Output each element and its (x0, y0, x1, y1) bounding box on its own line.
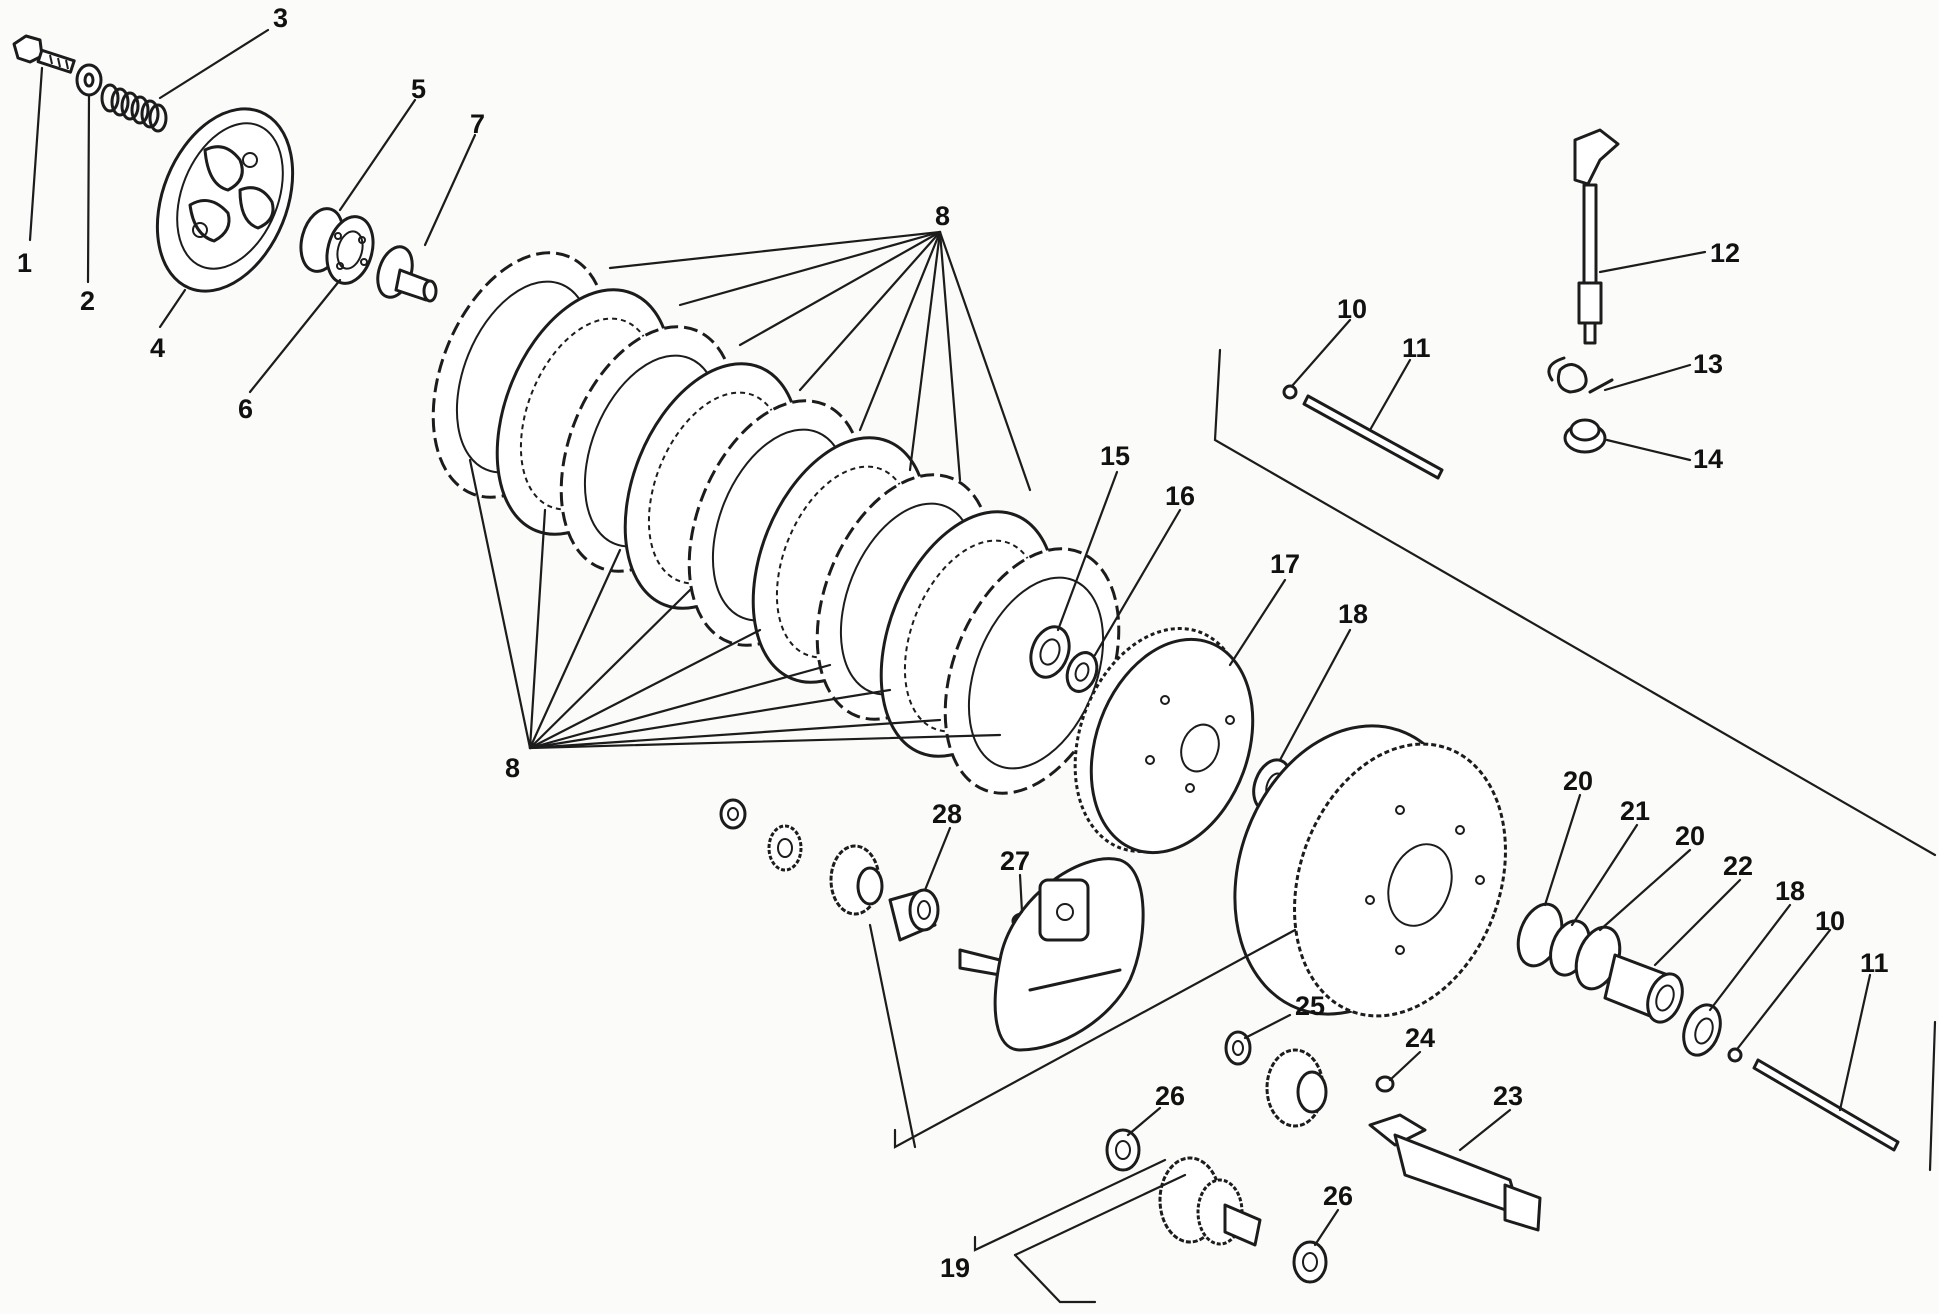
part-pushrod-head (376, 245, 438, 303)
friction-plate (943, 547, 1121, 795)
callout-label: 11 (1402, 333, 1431, 363)
callout-label: 12 (1710, 238, 1740, 268)
callout-label: 24 (1405, 1023, 1435, 1053)
part-kickstart-shaft (1368, 1113, 1542, 1232)
part-washer (75, 63, 103, 97)
part-lever-shaft (1573, 128, 1620, 345)
part-key-2 (1375, 1075, 1395, 1093)
callout-label: 11 (1860, 948, 1889, 978)
callout-label: 14 (1693, 444, 1723, 474)
callout-label: 15 (1100, 441, 1130, 471)
part-clutch-hub (1073, 627, 1255, 855)
callout-label: 5 (411, 74, 426, 104)
callout-label: 20 (1675, 821, 1705, 851)
callout-label: 22 (1723, 851, 1753, 881)
part-small-gear (767, 824, 803, 872)
part-return-spring (1547, 356, 1614, 394)
part-needle-bearing (1516, 902, 1622, 991)
callout-label: 27 (1000, 846, 1030, 876)
part-idler-gear (1265, 1048, 1328, 1128)
part-pushrod (1302, 394, 1900, 1152)
callout-label: 13 (1693, 349, 1723, 379)
callout-label: 19 (940, 1253, 970, 1283)
part-gear-bush (888, 888, 940, 942)
callout-label: 25 (1295, 991, 1325, 1021)
part-shaft-nut (1563, 418, 1607, 454)
part-thrust-washer (1105, 1128, 1328, 1284)
callout-label: 17 (1270, 549, 1300, 579)
part-clutch-basket (1233, 724, 1507, 1018)
part-small-nut (719, 798, 747, 830)
callout-label: 1 (17, 248, 32, 278)
part-spring (100, 83, 168, 133)
part-gear (829, 844, 884, 916)
part-tab-washer-2 (1682, 1003, 1722, 1057)
part-double-gear (1158, 1156, 1262, 1247)
callout-label: 3 (273, 3, 288, 33)
callout-label: 6 (238, 394, 253, 424)
part-bearing (299, 207, 375, 285)
leader-lines (28, 28, 1937, 1304)
callout-label: 23 (1493, 1081, 1523, 1111)
callout-label: 20 (1563, 766, 1593, 796)
callout-label: 4 (150, 333, 165, 363)
callout-label: 10 (1337, 294, 1367, 324)
callout-label: 18 (1338, 599, 1368, 629)
part-gear-nut (1224, 1030, 1252, 1066)
callout-labels: 1 2 3 4 5 6 7 8 8 10 11 12 13 14 15 16 1… (17, 3, 1889, 1283)
callout-label: 21 (1620, 796, 1650, 826)
callout-label: 18 (1775, 876, 1805, 906)
callout-label: 26 (1323, 1181, 1353, 1211)
callout-label: 8 (505, 753, 520, 783)
part-ball (1282, 384, 1743, 1063)
callout-label: 16 (1165, 481, 1195, 511)
part-clutch-plate-stack (431, 251, 1121, 795)
callout-label: 28 (932, 799, 962, 829)
part-kickstart-segment (958, 857, 1145, 1052)
part-bolt (12, 34, 76, 74)
callout-label: 10 (1815, 906, 1845, 936)
callout-label: 26 (1155, 1081, 1185, 1111)
callout-label: 8 (935, 201, 950, 231)
part-bush (1603, 953, 1684, 1024)
callout-label: 7 (470, 109, 485, 139)
part-lock-washer (1065, 651, 1099, 693)
callout-label: 2 (80, 286, 95, 316)
part-pressure-plate (155, 107, 295, 293)
